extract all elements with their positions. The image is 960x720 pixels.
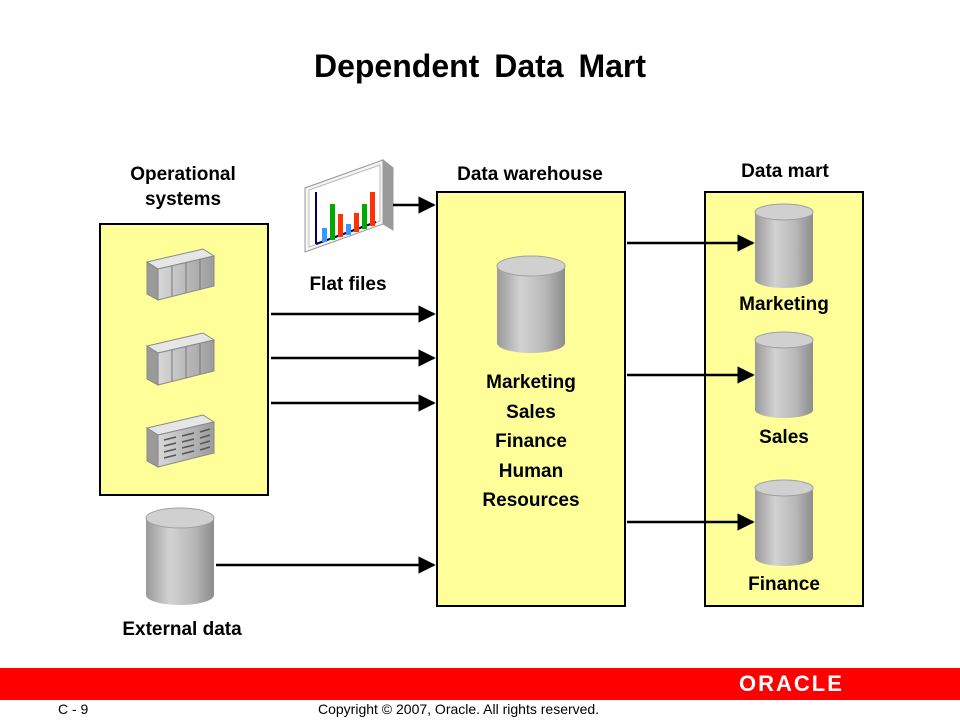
mart-finance-label: Finance xyxy=(748,574,820,595)
warehouse-contents: Marketing Sales Finance Human Resources xyxy=(438,368,624,516)
warehouse-item: Resources xyxy=(482,490,580,511)
external-data-label: External data xyxy=(122,619,242,640)
copyright-text: Copyright © 2007, Oracle. All rights res… xyxy=(318,701,600,717)
server-icon xyxy=(145,414,216,468)
marketing-cylinder-icon xyxy=(754,203,814,288)
operational-systems-label: Operational systems xyxy=(95,162,271,212)
mart-arrows xyxy=(627,234,755,531)
operational-label-line1: Operational xyxy=(130,164,236,185)
mart-sales-label: Sales xyxy=(759,427,809,448)
server-icon xyxy=(145,332,216,386)
operational-label-line2: systems xyxy=(144,189,222,210)
oracle-logo: ORACLE xyxy=(739,671,844,696)
mart-marketing-label: Marketing xyxy=(739,294,829,315)
data-warehouse-panel xyxy=(436,191,626,607)
finance-cylinder-icon xyxy=(754,479,814,566)
warehouse-cylinder-icon xyxy=(496,255,566,353)
external-data-cylinder-icon xyxy=(145,507,215,605)
warehouse-item: Finance xyxy=(495,431,567,452)
slide-number: C - 9 xyxy=(58,701,89,717)
bar-chart-icon xyxy=(303,158,395,253)
warehouse-item: Marketing xyxy=(486,372,576,393)
source-arrows xyxy=(216,196,436,574)
warehouse-item: Human xyxy=(498,460,564,482)
footer-bar xyxy=(0,668,960,700)
server-icon xyxy=(145,248,216,301)
warehouse-item: Sales xyxy=(506,401,556,423)
data-warehouse-label: Data warehouse xyxy=(457,164,603,185)
flat-files-label: Flat files xyxy=(309,274,387,295)
sales-cylinder-icon xyxy=(754,331,814,418)
page-title: Dependent Data Mart xyxy=(313,48,647,84)
data-mart-label: Data mart xyxy=(741,161,829,182)
